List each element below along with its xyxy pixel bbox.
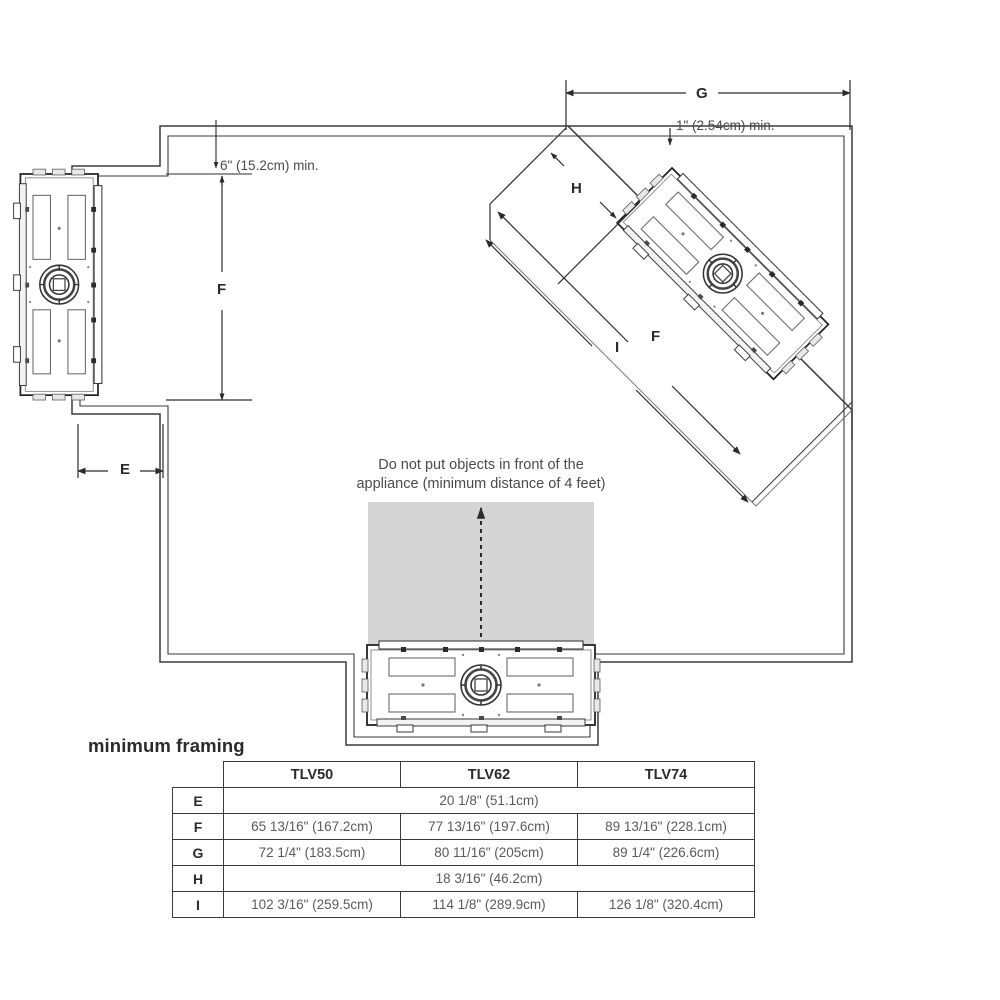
left-wall-appliance bbox=[12, 167, 104, 402]
framing-cell-i-tlv62: 114 1/8" (289.9cm) bbox=[400, 891, 578, 918]
framing-table-title: minimum framing bbox=[88, 735, 245, 756]
framing-corner-cell bbox=[172, 761, 224, 788]
framing-cell-f-tlv74: 89 13/16" (228.1cm) bbox=[577, 813, 755, 840]
framing-col-header-tlv74: TLV74 bbox=[577, 761, 755, 788]
note-top-left-clearance: 6" (15.2cm) min. bbox=[220, 158, 319, 173]
dimension-label-H: H bbox=[571, 180, 583, 197]
framing-row-key-f: F bbox=[172, 813, 224, 840]
framing-cell-f-tlv62: 77 13/16" (197.6cm) bbox=[400, 813, 578, 840]
dimension-G bbox=[565, 80, 851, 130]
framing-cell-g-tlv62: 80 11/16" (205cm) bbox=[400, 839, 578, 866]
dimension-label-G: G bbox=[696, 85, 708, 102]
framing-row-key-e: E bbox=[172, 787, 224, 814]
dimension-E bbox=[77, 424, 164, 478]
framing-cell-f-tlv50: 65 13/16" (167.2cm) bbox=[223, 813, 401, 840]
framing-cell-e-all: 20 1/8" (51.1cm) bbox=[223, 787, 755, 814]
dimension-label-F-left: F bbox=[217, 281, 227, 298]
framing-col-header-tlv62: TLV62 bbox=[400, 761, 578, 788]
dimension-label-F-corner: F bbox=[651, 328, 661, 345]
corner-appliance bbox=[607, 160, 836, 389]
note-top-right-clearance: 1" (2.54cm) min. bbox=[676, 118, 775, 133]
framing-row-key-g: G bbox=[172, 839, 224, 866]
construction-lines bbox=[489, 239, 853, 507]
dimension-label-E: E bbox=[120, 461, 131, 478]
dimension-I bbox=[485, 204, 853, 503]
dimension-F-left bbox=[166, 175, 252, 401]
keepout-zone bbox=[368, 502, 594, 645]
dimension-top-left-clearance bbox=[166, 120, 252, 175]
framing-cell-g-tlv50: 72 1/4" (183.5cm) bbox=[223, 839, 401, 866]
dimension-label-I: I bbox=[615, 339, 620, 356]
framing-cell-h-all: 18 3/16" (46.2cm) bbox=[223, 865, 755, 892]
dimension-H bbox=[545, 127, 641, 223]
note-keepout-line1: Do not put objects in front of the bbox=[378, 457, 584, 473]
note-keepout-line2: appliance (minimum distance of 4 feet) bbox=[356, 476, 606, 492]
framing-col-header-tlv50: TLV50 bbox=[223, 761, 401, 788]
dimension-F-corner bbox=[489, 147, 741, 455]
framing-cell-g-tlv74: 89 1/4" (226.6cm) bbox=[577, 839, 755, 866]
note-keepout: Do not put objects in front of the appli… bbox=[326, 456, 636, 494]
framing-cell-i-tlv74: 126 1/8" (320.4cm) bbox=[577, 891, 755, 918]
framing-cell-i-tlv50: 102 3/16" (259.5cm) bbox=[223, 891, 401, 918]
framing-row-key-i: I bbox=[172, 891, 224, 918]
framing-row-key-h: H bbox=[172, 865, 224, 892]
bottom-wall-appliance bbox=[360, 639, 602, 734]
